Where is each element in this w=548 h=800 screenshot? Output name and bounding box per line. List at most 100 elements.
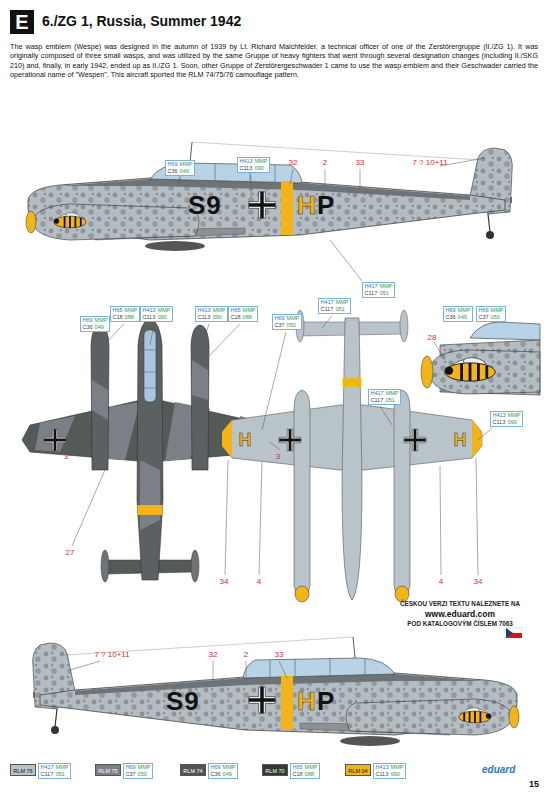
paint-code: C117 [41, 771, 54, 778]
callout-number: 32 [209, 650, 218, 659]
paint-code: MMP [386, 390, 399, 397]
paint-code: C117 [321, 306, 334, 313]
legend-text: RLM 76 [13, 768, 32, 774]
callout-number: 34 [474, 577, 483, 586]
callout-number: 3 [276, 452, 280, 461]
paint-code: C18 [231, 314, 241, 321]
paint-code: 051 [386, 397, 399, 404]
paint-code: H417 [371, 390, 384, 397]
paint-code: H65 [113, 307, 123, 314]
paint-code: H69 [168, 161, 178, 168]
paint-code: MMP [213, 307, 226, 314]
paint-code-callout: H413MMPC113090 [373, 763, 406, 779]
paint-code: 049 [95, 324, 108, 331]
paint-code: C18 [113, 314, 123, 321]
paint-code: H413 [198, 307, 211, 314]
section-letter: E [15, 11, 28, 33]
paint-code: 050 [138, 771, 151, 778]
paint-code: 051 [56, 771, 69, 778]
paint-code: MMP [380, 283, 393, 290]
paint-code: H69 [83, 317, 93, 324]
note-text: POD KATALOGOVÝM ČÍSLEM 7063 [407, 620, 512, 627]
paint-code: C117 [371, 397, 384, 404]
paint-code: H417 [321, 299, 334, 306]
callout-number: 33 [275, 650, 284, 659]
paint-code: C117 [365, 290, 378, 297]
code-letter: P [317, 686, 335, 717]
callout-number: 3 [64, 452, 68, 461]
paint-code: H69 [126, 764, 136, 771]
paint-code-callout: H69MMPC37050 [123, 763, 153, 779]
section-letter-box: E [10, 10, 34, 34]
legend-text: RLM 70 [265, 768, 284, 774]
code-letter: H [297, 686, 316, 717]
paint-code: C18 [293, 771, 303, 778]
paint-code-callout: H65MMPC18088 [228, 306, 258, 322]
paint-code-callout: H69MMPC36049 [443, 306, 473, 322]
paint-code: MMP [180, 161, 193, 168]
paint-code: 090 [213, 314, 226, 321]
code-letter: H [239, 430, 252, 451]
paint-code: C113 [143, 314, 156, 321]
callout-number: 7 ? 10+11 [94, 650, 129, 659]
paint-code: MMP [95, 317, 108, 324]
paint-code-callout: H417MMPC117051 [362, 282, 395, 298]
callout-number: 4 [439, 577, 443, 586]
paint-code: C113 [376, 771, 389, 778]
paint-code: C36 [168, 168, 178, 175]
paint-code: 051 [380, 290, 393, 297]
paint-code: C113 [240, 165, 253, 172]
paint-code: MMP [491, 307, 504, 314]
paint-code: C113 [493, 419, 506, 426]
paint-code-callout: H65MMPC18088 [110, 306, 140, 322]
color-swatch: RLM 76 [10, 764, 36, 776]
paint-code: MMP [138, 764, 151, 771]
paint-code: 051 [336, 306, 349, 313]
paint-code-callout: H65MMPC18088 [290, 763, 320, 779]
paint-code: 090 [158, 314, 171, 321]
paint-code: H413 [143, 307, 156, 314]
paint-code: H413 [376, 764, 389, 771]
paint-code: 049 [223, 771, 236, 778]
paint-code: 088 [305, 771, 318, 778]
paint-code-callout: H413MMPC113090 [237, 157, 270, 173]
code-letter: P [317, 190, 335, 221]
color-swatch: RLM 04 [345, 764, 371, 776]
paint-code-callout: H69MMPC36049 [80, 316, 110, 332]
code-letter: S9 [188, 190, 222, 221]
paint-code: MMP [458, 307, 471, 314]
paint-code-callout: H69MMPC37050 [272, 314, 302, 330]
paint-code: MMP [243, 307, 256, 314]
paint-code: MMP [336, 299, 349, 306]
callout-number: 2 [323, 158, 327, 167]
callout-number: 2 [244, 650, 248, 659]
paint-code: MMP [255, 158, 268, 165]
page-number: 15 [529, 779, 539, 789]
callout-number: 32 [289, 158, 298, 167]
color-swatch: RLM 75 [95, 764, 121, 776]
description-text: The wasp emblem (Wespe) was designed in … [10, 42, 538, 80]
paint-code: MMP [56, 764, 69, 771]
paint-code-callout: H417MMPC117051 [38, 763, 71, 779]
code-letter: S9 [166, 686, 200, 717]
paint-code: H417 [41, 764, 54, 771]
paint-code: MMP [305, 764, 318, 771]
paint-code: 088 [243, 314, 256, 321]
paint-code-callout: H413MMPC113090 [195, 306, 228, 322]
paint-code-callout: H417MMPC117051 [318, 298, 351, 314]
paint-code: 090 [255, 165, 268, 172]
paint-code: 049 [180, 168, 193, 175]
paint-code: 050 [287, 322, 300, 329]
paint-code: C37 [126, 771, 136, 778]
paint-code: MMP [223, 764, 236, 771]
paint-code: MMP [508, 412, 521, 419]
paint-code: MMP [158, 307, 171, 314]
paint-code: H413 [493, 412, 506, 419]
paint-code: H413 [240, 158, 253, 165]
paint-code: MMP [391, 764, 404, 771]
paint-code: 090 [508, 419, 521, 426]
paint-code: MMP [125, 307, 138, 314]
paint-code-callout: H413MMPC113090 [490, 411, 523, 427]
